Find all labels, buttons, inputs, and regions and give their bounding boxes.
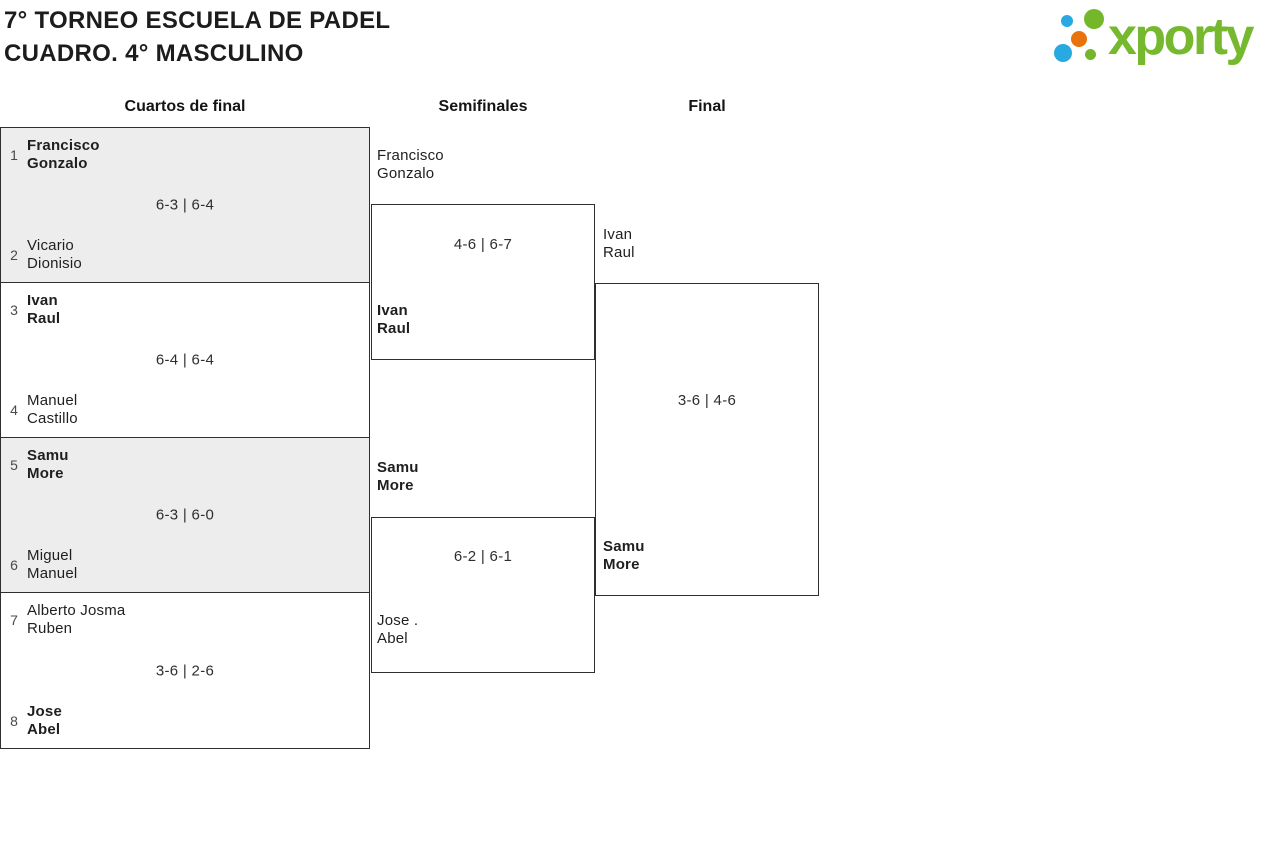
team-name-winner: Samu More bbox=[603, 538, 645, 573]
team-entry: 1 Francisco Gonzalo bbox=[1, 137, 369, 173]
qf-match-3: 5 Samu More 6-3 | 6-0 6 Miguel Manuel bbox=[0, 437, 370, 593]
team-name-winner: Francisco Gonzalo bbox=[27, 137, 100, 172]
logo-dot-orange-icon bbox=[1071, 31, 1087, 47]
match-score: 6-3 | 6-4 bbox=[155, 196, 215, 214]
team-entry: 3 Ivan Raul bbox=[1, 292, 369, 328]
team-name-winner: Ivan Raul bbox=[27, 292, 61, 327]
team-name: Jose . Abel bbox=[377, 612, 419, 647]
logo-dot-blue-small-icon bbox=[1061, 15, 1073, 27]
qf-match-4: 7 Alberto Josma Ruben 3-6 | 2-6 8 Jose A… bbox=[0, 592, 370, 749]
match-score: 3-6 | 4-6 bbox=[677, 392, 737, 409]
match-score: 4-6 | 6-7 bbox=[453, 236, 513, 253]
qf-match-1: 1 Francisco Gonzalo 6-3 | 6-4 2 Vicario … bbox=[0, 127, 370, 283]
seed-number: 3 bbox=[10, 302, 18, 318]
team-name-winner: Samu More bbox=[27, 447, 69, 482]
qf-match-2: 3 Ivan Raul 6-4 | 6-4 4 Manuel Castillo bbox=[0, 282, 370, 438]
team-name: Miguel Manuel bbox=[27, 547, 78, 582]
match-score: 3-6 | 2-6 bbox=[155, 662, 215, 679]
logo-dot-green-small-icon bbox=[1085, 49, 1096, 60]
team-entry: 5 Samu More bbox=[1, 447, 369, 483]
team-name: Alberto Josma Ruben bbox=[27, 602, 126, 637]
round-header-final: Final bbox=[688, 98, 726, 115]
team-entry: 8 Jose Abel bbox=[1, 703, 369, 739]
seed-number: 8 bbox=[10, 713, 18, 729]
team-name-winner: Ivan Raul bbox=[377, 302, 411, 337]
seed-number: 6 bbox=[10, 557, 18, 573]
team-entry: 6 Miguel Manuel bbox=[1, 547, 369, 583]
seed-number: 7 bbox=[10, 612, 18, 628]
match-score: 6-4 | 6-4 bbox=[155, 351, 215, 369]
seed-number: 4 bbox=[10, 402, 18, 418]
team-entry: 2 Vicario Dionisio bbox=[1, 237, 369, 273]
team-name-winner: Samu More bbox=[377, 459, 419, 494]
match-score: 6-2 | 6-1 bbox=[453, 548, 513, 565]
logo-wordmark: xporty bbox=[1108, 8, 1254, 66]
team-name-winner: Jose Abel bbox=[27, 703, 62, 738]
seed-number: 2 bbox=[10, 247, 18, 263]
team-name: Vicario Dionisio bbox=[27, 237, 82, 272]
match-score: 6-3 | 6-0 bbox=[155, 506, 215, 524]
team-name: Ivan Raul bbox=[603, 226, 635, 261]
team-name: Manuel Castillo bbox=[27, 392, 78, 427]
team-entry: 4 Manuel Castillo bbox=[1, 392, 369, 428]
team-name: Francisco Gonzalo bbox=[377, 147, 444, 182]
logo-dot-blue-large-icon bbox=[1054, 44, 1072, 62]
final-match bbox=[595, 283, 819, 596]
logo-dot-green-large-icon bbox=[1084, 9, 1104, 29]
sf-match-2 bbox=[371, 517, 595, 673]
sf-match-1 bbox=[371, 204, 595, 360]
round-header-semifinales: Semifinales bbox=[438, 98, 528, 115]
page-title-line2: CUADRO. 4° MASCULINO bbox=[4, 40, 304, 67]
xporty-logo[interactable]: xporty bbox=[1045, 5, 1277, 85]
team-entry: 7 Alberto Josma Ruben bbox=[1, 602, 369, 638]
seed-number: 1 bbox=[10, 147, 18, 163]
page-title: 7° TORNEO ESCUELA DE PADEL CUADRO. 4° MA… bbox=[4, 4, 390, 70]
round-header-cuartos: Cuartos de final bbox=[124, 98, 246, 115]
seed-number: 5 bbox=[10, 457, 18, 473]
page-title-line1: 7° TORNEO ESCUELA DE PADEL bbox=[4, 7, 391, 34]
